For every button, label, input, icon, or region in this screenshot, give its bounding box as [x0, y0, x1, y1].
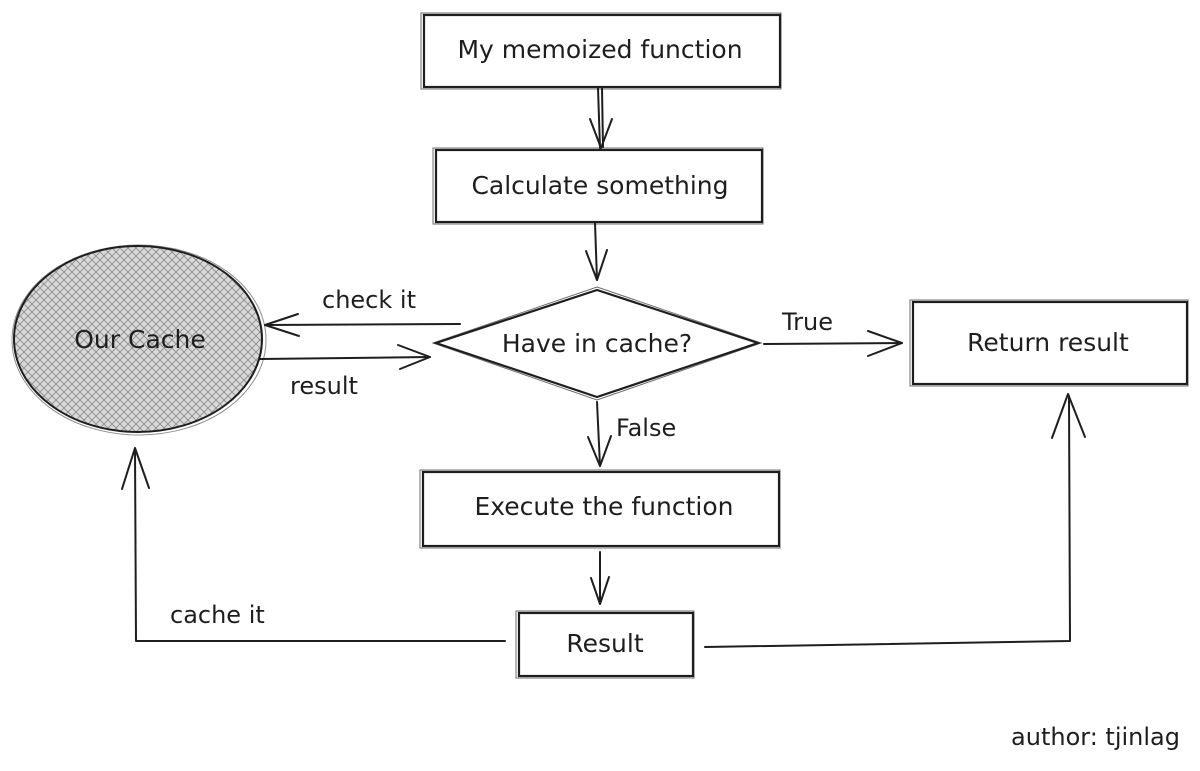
- edge-execute-to-result: [590, 551, 610, 605]
- node-return-result-label: Return result: [967, 328, 1129, 357]
- author-credit: author: tjinlag: [1011, 723, 1180, 751]
- edge-check-it-label: check it: [322, 286, 416, 314]
- edge-true-label: True: [781, 308, 833, 336]
- node-our-cache: Our Cache: [11, 244, 267, 436]
- node-execute-function: Execute the function: [419, 469, 781, 549]
- node-return-result: Return result: [909, 299, 1189, 387]
- node-our-cache-label: Our Cache: [74, 325, 206, 354]
- edge-cache-result: result: [259, 344, 431, 400]
- node-calculate-something-label: Calculate something: [471, 171, 728, 200]
- node-execute-function-label: Execute the function: [474, 492, 733, 521]
- node-memoized-function-label: My memoized function: [457, 35, 742, 64]
- node-result-label: Result: [566, 629, 643, 658]
- node-have-in-cache: Have in cache?: [431, 286, 763, 401]
- edge-memoized-to-calculate: [589, 87, 613, 149]
- edge-cache-result-label: result: [290, 372, 358, 400]
- edge-true: True: [763, 308, 903, 357]
- node-memoized-function: My memoized function: [420, 12, 782, 90]
- edge-calculate-to-decision: [585, 222, 608, 281]
- node-calculate-something: Calculate something: [432, 147, 764, 225]
- node-result: Result: [515, 610, 695, 679]
- edge-check-it: check it: [264, 286, 461, 337]
- edge-cache-it-label: cache it: [170, 601, 265, 629]
- edge-result-to-return: [704, 393, 1086, 648]
- node-have-in-cache-label: Have in cache?: [502, 329, 692, 358]
- edge-false-label: False: [616, 414, 676, 442]
- edge-false: False: [587, 401, 676, 467]
- edge-cache-it: cache it: [121, 447, 506, 642]
